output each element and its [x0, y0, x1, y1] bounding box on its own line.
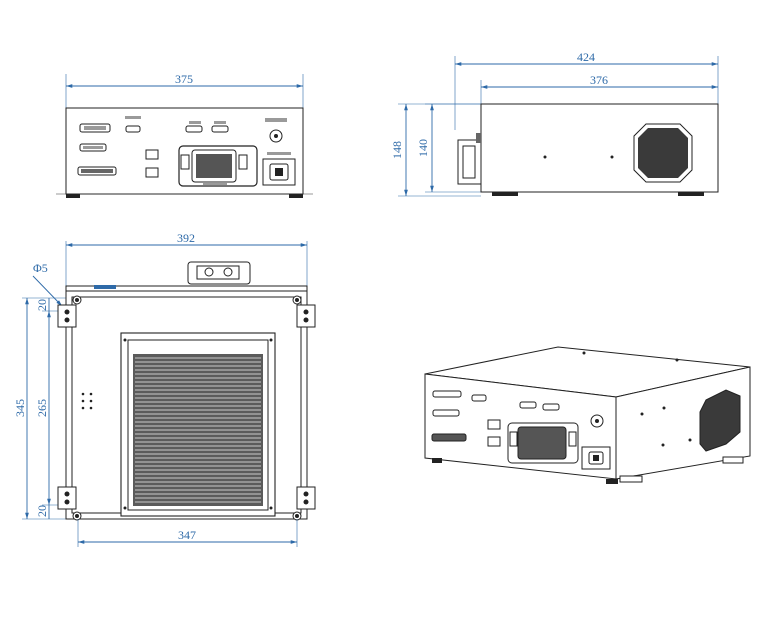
top-view: 392 Φ5 345 265 20 20 — [13, 231, 316, 547]
offset-bottom-label: 20 — [35, 505, 49, 517]
side-body-height-label: 140 — [416, 139, 430, 157]
foot-right — [289, 194, 303, 198]
front-view: 375 — [56, 72, 313, 198]
top-width-label: 392 — [177, 231, 195, 245]
ethernet-port — [145, 149, 159, 160]
iso-db-connector — [432, 409, 460, 417]
serial-port-2 — [185, 125, 203, 133]
foot-left — [66, 194, 80, 198]
hole-spacing-label: 265 — [35, 399, 49, 417]
power-connector — [178, 145, 258, 187]
iso-power-connector — [507, 422, 579, 464]
side-handle — [457, 133, 482, 185]
iso-db-connector — [432, 390, 462, 398]
side-body-depth-label: 376 — [590, 73, 608, 87]
iso-db-connector — [431, 433, 467, 442]
iso-foot — [722, 456, 744, 464]
iso-foot — [606, 479, 618, 484]
hole-diameter-label: Φ5 — [33, 261, 48, 275]
top-depth-label: 345 — [13, 399, 27, 417]
iso-serial-port — [519, 401, 537, 409]
front-width-label: 375 — [175, 72, 193, 86]
mounting-bracket — [57, 304, 77, 328]
iso-foot — [432, 458, 442, 463]
isometric-view — [424, 346, 751, 484]
mounting-bracket — [57, 486, 77, 510]
iso-ethernet-port — [487, 419, 501, 430]
hole-diameter-leader — [32, 275, 63, 307]
ac-inlet — [262, 152, 296, 186]
side-foot-left — [492, 192, 518, 196]
heatsink-fins — [135, 357, 261, 503]
mounting-bracket — [296, 304, 316, 328]
side-view: 424 376 148 140 — [390, 50, 719, 197]
heatsink — [120, 332, 276, 517]
iso-fan-grille — [699, 389, 741, 452]
iso-serial-port — [542, 403, 560, 411]
serial-port-3 — [211, 125, 229, 133]
iso-serial-port — [471, 394, 487, 402]
mounting-bracket — [296, 486, 316, 510]
side-foot-right — [678, 192, 704, 196]
top-connector — [187, 261, 251, 285]
side-depth-label: 424 — [577, 50, 595, 64]
iso-ethernet-port — [487, 436, 501, 447]
serial-port — [125, 125, 141, 133]
ethernet-port-2 — [145, 167, 159, 178]
iso-ac-inlet — [581, 446, 611, 470]
offset-top-label: 20 — [35, 299, 49, 311]
bottom-width-label: 347 — [178, 528, 196, 542]
iso-foot — [619, 475, 643, 483]
side-height-label: 148 — [390, 141, 404, 159]
